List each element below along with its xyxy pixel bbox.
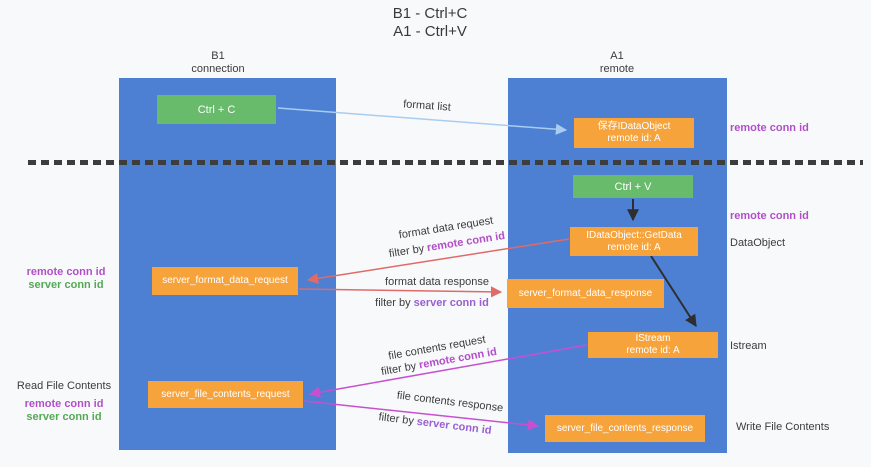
left-column-header: B1 connection — [168, 50, 268, 76]
server-file-contents-response-label: server_file_contents_response — [556, 422, 694, 434]
server-file-contents-request-label: server_file_contents_request — [161, 388, 290, 400]
left-server-conn-id-bottom-label: server conn id — [26, 411, 102, 423]
dataobject-label: DataObject — [730, 237, 786, 249]
format-list-arrow — [277, 107, 568, 135]
file-contents-request-arrow — [308, 344, 588, 398]
server-file-contents-response-node: server_file_contents_response — [545, 415, 705, 442]
istream-side-label: Istream — [730, 340, 767, 352]
read-file-contents-label: Read File Contents — [16, 380, 112, 392]
left-remote-conn-id-bottom-label: remote conn id — [24, 398, 104, 410]
session-separator-dashed-line — [28, 160, 863, 165]
format-data-response-arrow — [298, 286, 503, 298]
left-conn-id-group-bottom: Read File Contents remote conn id server… — [10, 380, 118, 424]
server-format-data-response-node: server_format_data_response — [507, 279, 664, 308]
left-conn-id-group-top: remote conn id server conn id — [16, 266, 116, 292]
save-idataobject-line1: 保存IDataObject — [597, 121, 671, 132]
istream-node: IStream remote id: A — [588, 332, 718, 358]
server-format-data-request-node: server_format_data_request — [152, 267, 298, 295]
save-idataobject-node: 保存IDataObject remote id: A — [574, 118, 694, 148]
ctrl-v-label: Ctrl + V — [614, 180, 652, 193]
filter-by-text: filter by — [375, 297, 411, 309]
right-remote-conn-id-top-label: remote conn id — [730, 122, 809, 134]
ctrl-c-node: Ctrl + C — [157, 95, 276, 124]
idataobject-getdata-line1: IDataObject::GetData — [586, 229, 682, 241]
title-line-2: A1 - Ctrl+V — [393, 23, 467, 40]
save-idataobject-line2: remote id: A — [607, 133, 661, 144]
right-column-subtitle: remote — [599, 63, 635, 75]
left-server-conn-id-top-label: server conn id — [28, 279, 104, 291]
server-conn-id-key: server conn id — [413, 297, 489, 309]
format-data-request-arrow — [306, 238, 570, 284]
write-file-contents-label: Write File Contents — [736, 421, 830, 433]
ctrl-v-node: Ctrl + V — [573, 175, 693, 198]
server-file-contents-request-node: server_file_contents_request — [148, 381, 303, 408]
left-column-name: B1 — [211, 50, 225, 62]
left-remote-conn-id-top-label: remote conn id — [26, 266, 106, 278]
istream-line1: IStream — [635, 333, 671, 344]
ctrl-c-label: Ctrl + C — [197, 103, 236, 116]
server-format-data-response-label: server_format_data_response — [518, 287, 653, 299]
right-remote-conn-id-mid-label: remote conn id — [730, 210, 809, 222]
title-line-1: B1 - Ctrl+C — [392, 5, 468, 22]
idataobject-getdata-line2: remote id: A — [607, 241, 661, 253]
diagram-title: B1 - Ctrl+C A1 - Ctrl+V — [300, 5, 560, 41]
idataobject-getdata-node: IDataObject::GetData remote id: A — [570, 227, 698, 256]
server-format-data-request-label: server_format_data_request — [162, 275, 288, 286]
format-data-response-label: format data response — [385, 276, 489, 288]
file-contents-response-arrow — [303, 400, 540, 431]
right-column-name: A1 — [610, 50, 624, 62]
right-column-header: A1 remote — [567, 50, 667, 76]
left-column-subtitle: connection — [191, 63, 245, 75]
getdata-to-istream-arrow — [650, 255, 697, 328]
istream-line2: remote id: A — [626, 345, 680, 356]
